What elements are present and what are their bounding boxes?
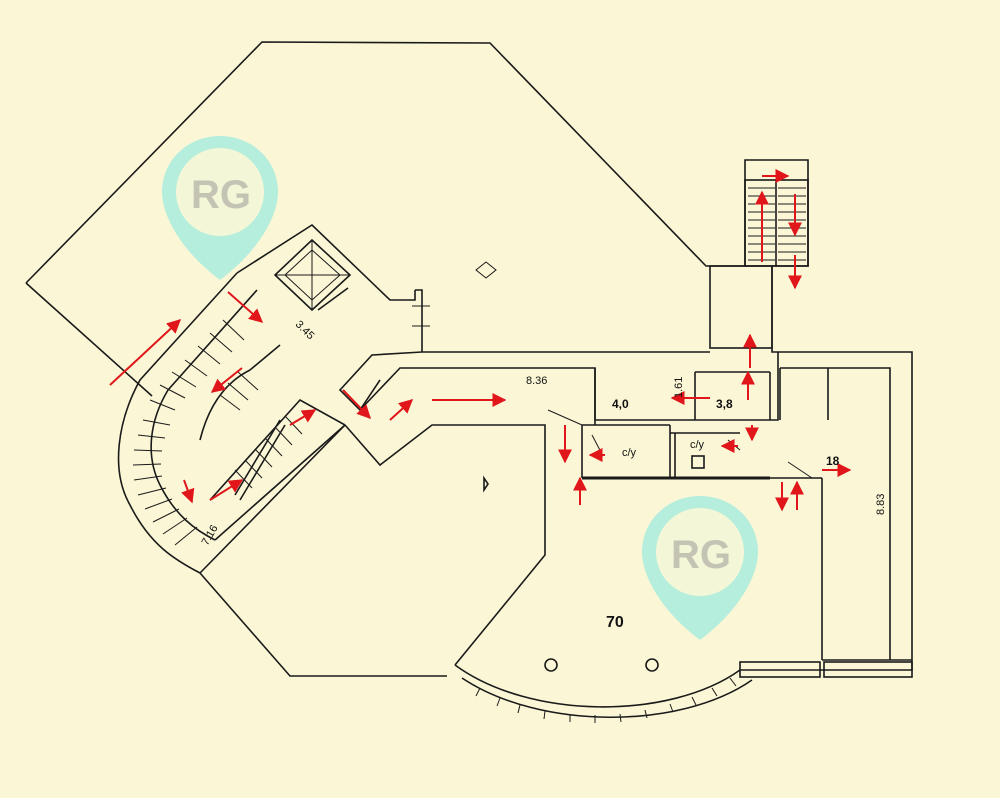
wc-right-label: c/y: [690, 439, 705, 451]
label-curve-stair-dimension: 7.16: [200, 523, 221, 548]
arrow-3: [342, 389, 371, 420]
label-stair-dimension: 3.45: [293, 319, 317, 343]
room-labels: 70 18 4,0 3,8 c/y c/y: [606, 397, 840, 631]
outer-outline: [25, 41, 913, 677]
arrow-8: [209, 479, 244, 501]
label-small-dimension: 1.61: [673, 377, 685, 398]
room-office-b-area: 3,8: [716, 397, 733, 411]
arrow-4: [389, 399, 414, 421]
room-right-area: 18: [826, 454, 840, 468]
watermark-logo-top: RG: [162, 136, 278, 280]
stair-north-east: [709, 179, 809, 349]
lift-shaft: [236, 223, 430, 352]
dimension-labels: 8.36 3.45 7.16 8.83 1.61: [200, 319, 887, 548]
corridor-and-rooms: [338, 261, 912, 666]
watermark-text-top: RG: [191, 173, 251, 217]
watermark-text-bottom: RG: [671, 533, 731, 577]
curved-stair: [117, 272, 346, 574]
arrow-2: [227, 291, 264, 323]
arrow-1: [109, 319, 182, 386]
arrow-9: [289, 409, 317, 426]
evacuation-arrows: [109, 169, 852, 512]
room-hall-area: 70: [606, 614, 624, 631]
watermark-logo-bottom: RG: [642, 496, 758, 640]
label-corridor-dimension: 8.36: [526, 375, 547, 387]
room-office-a-area: 4,0: [612, 397, 629, 411]
arrow-6: [210, 367, 243, 393]
wc-left-label: c/y: [622, 447, 637, 459]
arrow-7: [181, 479, 195, 504]
hall: [454, 658, 913, 723]
label-right-room-height: 8.83: [875, 494, 887, 515]
